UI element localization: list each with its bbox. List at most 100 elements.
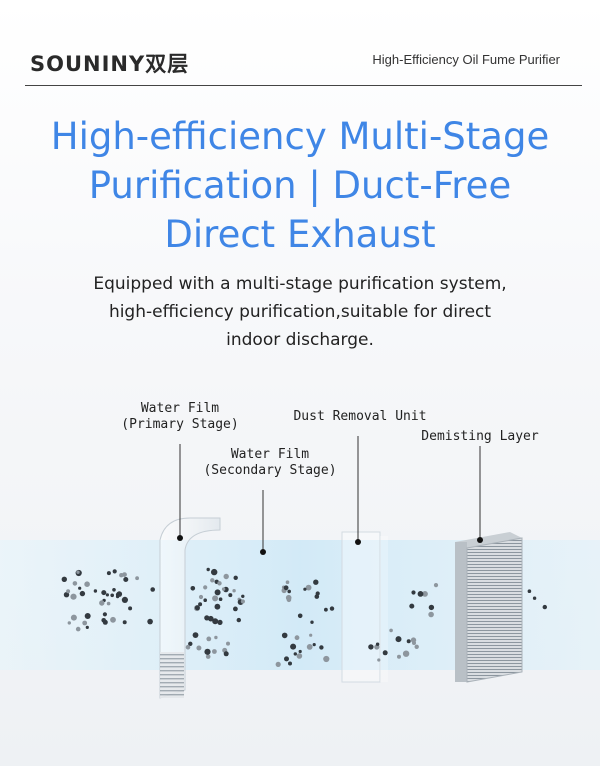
particle bbox=[312, 643, 316, 647]
particle bbox=[218, 597, 223, 601]
particle bbox=[205, 654, 211, 659]
particle bbox=[428, 611, 434, 618]
label-water-film-primary: Water Film (Primary Stage) bbox=[121, 401, 239, 432]
particle bbox=[313, 579, 319, 585]
particle bbox=[214, 635, 218, 640]
leader-dots bbox=[177, 535, 483, 555]
particle bbox=[79, 590, 86, 597]
particle bbox=[397, 654, 401, 659]
particle bbox=[214, 589, 221, 596]
particle bbox=[99, 600, 105, 606]
particle bbox=[223, 573, 229, 580]
particle bbox=[110, 593, 114, 598]
particle bbox=[119, 573, 124, 578]
description: Equipped with a multi-stage purification… bbox=[60, 270, 540, 354]
particle bbox=[288, 661, 292, 666]
particle bbox=[70, 614, 77, 621]
particle bbox=[303, 587, 307, 591]
particle bbox=[84, 613, 91, 619]
particle bbox=[128, 606, 133, 611]
particle bbox=[198, 602, 203, 607]
particle bbox=[410, 637, 417, 643]
particle bbox=[542, 604, 547, 610]
particle bbox=[305, 584, 312, 591]
particle bbox=[411, 590, 416, 595]
particle bbox=[206, 567, 210, 572]
particle bbox=[409, 603, 415, 609]
particle bbox=[232, 589, 236, 593]
particle bbox=[93, 589, 98, 593]
particle bbox=[323, 655, 330, 663]
particle bbox=[389, 628, 393, 633]
particle bbox=[61, 576, 67, 582]
header: SOUNINY双层 High-Efficiency Oil Fume Purif… bbox=[0, 0, 600, 90]
particle bbox=[110, 616, 116, 623]
product-subtitle: High-Efficiency Oil Fume Purifier bbox=[372, 52, 560, 67]
description-line-3: indoor discharge. bbox=[226, 330, 374, 350]
particle bbox=[241, 594, 245, 598]
particle bbox=[233, 606, 238, 612]
particle bbox=[414, 644, 419, 649]
leader-lines bbox=[179, 436, 481, 550]
particle bbox=[204, 648, 211, 655]
label-water-film-secondary: Water Film (Secondary Stage) bbox=[203, 447, 337, 478]
label-demisting-layer: Demisting Layer bbox=[421, 429, 539, 444]
particle bbox=[72, 581, 78, 586]
description-line-2: high-efficiency purification,suitable fo… bbox=[108, 302, 492, 322]
particle bbox=[324, 607, 328, 612]
particle bbox=[102, 619, 108, 625]
particle bbox=[212, 595, 219, 602]
particle bbox=[382, 650, 388, 656]
particle bbox=[298, 649, 302, 654]
particle bbox=[314, 594, 320, 599]
header-divider bbox=[25, 85, 582, 86]
particle bbox=[422, 591, 428, 597]
particle bbox=[217, 619, 223, 625]
particle bbox=[275, 661, 281, 667]
particle bbox=[101, 590, 107, 596]
demisting-panel bbox=[455, 532, 523, 683]
particle bbox=[63, 592, 70, 598]
particle bbox=[290, 643, 297, 650]
particle bbox=[428, 604, 435, 611]
particle bbox=[294, 635, 300, 641]
particle bbox=[70, 593, 77, 600]
particle bbox=[285, 580, 290, 584]
particle bbox=[212, 618, 219, 625]
particle bbox=[433, 583, 439, 588]
headline: High-efficiency Multi-Stage Purification… bbox=[0, 112, 600, 259]
particle bbox=[377, 658, 381, 662]
particles bbox=[61, 567, 547, 667]
particle bbox=[221, 587, 226, 591]
particle bbox=[106, 601, 111, 606]
particle bbox=[368, 644, 374, 650]
particle bbox=[190, 586, 196, 591]
particle bbox=[309, 633, 313, 637]
particle bbox=[527, 589, 532, 593]
particle bbox=[82, 620, 88, 626]
particle bbox=[115, 594, 120, 599]
particle bbox=[285, 594, 292, 601]
particle bbox=[214, 603, 221, 610]
particle bbox=[375, 642, 380, 646]
particle bbox=[196, 645, 202, 651]
particle bbox=[188, 641, 193, 646]
particle bbox=[112, 588, 116, 592]
particle bbox=[319, 645, 324, 650]
particle bbox=[297, 613, 303, 619]
particle bbox=[284, 656, 289, 662]
particle bbox=[78, 586, 82, 590]
particle bbox=[217, 581, 222, 586]
particle bbox=[106, 571, 111, 576]
particle bbox=[402, 650, 410, 657]
particle bbox=[293, 652, 297, 656]
particle bbox=[395, 636, 402, 643]
particle bbox=[147, 618, 153, 625]
particle bbox=[203, 585, 208, 590]
particle bbox=[66, 589, 71, 594]
description-line-1: Equipped with a multi-stage purification… bbox=[93, 274, 507, 294]
particle bbox=[192, 632, 199, 638]
particle bbox=[236, 617, 241, 623]
headline-line-3: Direct Exhaust bbox=[164, 213, 436, 256]
particle bbox=[233, 575, 238, 580]
